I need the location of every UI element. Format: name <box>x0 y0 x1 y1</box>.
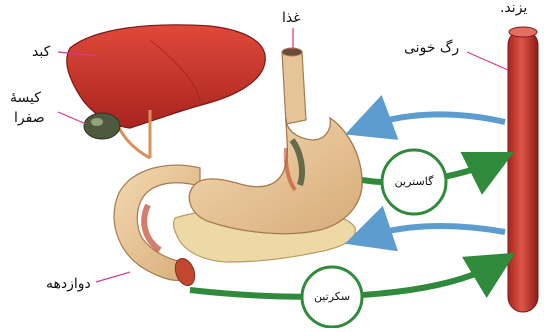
stomach <box>189 118 362 234</box>
blood-to-pancreas-arrow <box>362 226 505 238</box>
top-partial-text: یزند. <box>500 0 527 16</box>
secretin-label: سکرتین <box>310 291 354 303</box>
liver-label: کبد <box>32 44 50 60</box>
gastrin-label: گاسترین <box>392 176 436 188</box>
blood-vessel-label: رگ خونی <box>404 40 459 56</box>
gallbladder-label-line2: صفرا <box>14 110 45 126</box>
blood-vessel <box>508 27 538 312</box>
gallbladder-label-line1: کیسهٔ <box>10 90 41 106</box>
liver <box>67 25 266 128</box>
food-label: غذا <box>282 10 301 26</box>
blood-to-stomach-arrow <box>362 114 505 128</box>
gallbladder <box>84 113 120 139</box>
esophagus <box>282 48 306 124</box>
duodenum-label: دوازدهه <box>46 276 91 292</box>
